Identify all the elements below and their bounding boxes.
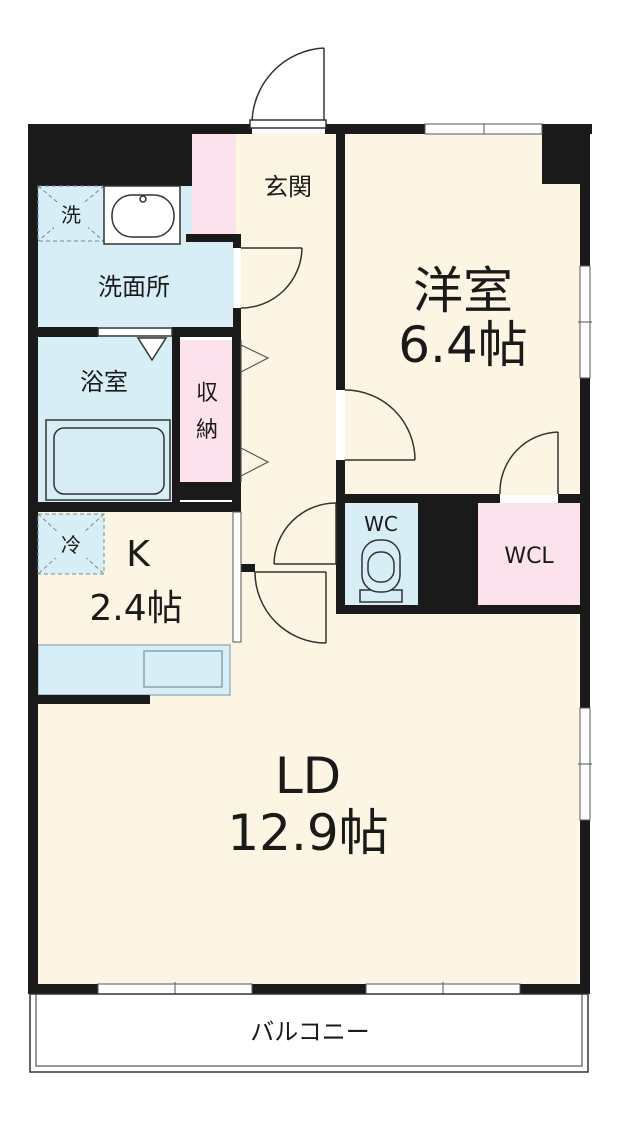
storage-label-2: 納 <box>196 418 218 443</box>
storage-folding-doors <box>240 340 270 482</box>
kitchen-name: K <box>126 534 151 575</box>
stove <box>143 650 223 688</box>
western-room-name: 洋室 <box>413 262 513 320</box>
right-window-upper <box>578 265 592 379</box>
wcl-label: WCL <box>504 544 554 569</box>
washer-label: 洗 <box>61 203 81 227</box>
corridor-floor <box>241 240 336 613</box>
western-room-left-wall <box>336 124 345 390</box>
kitchen-window <box>232 511 242 643</box>
wc-closet-divider <box>418 494 478 606</box>
washroom-door <box>240 247 303 309</box>
bath-label: 浴室 <box>80 368 128 396</box>
bottom-wall <box>28 984 590 994</box>
closet-door <box>499 431 559 495</box>
washroom-bottom-wall-right <box>172 327 241 337</box>
balcony-rail <box>35 993 583 1067</box>
shoe-closet <box>192 133 236 235</box>
right-window-lower <box>578 707 592 821</box>
fridge-space: 冷 <box>37 513 105 575</box>
balcony <box>29 993 589 1073</box>
kitchen-size: 2.4帖 <box>89 588 182 629</box>
wc-door <box>273 502 337 565</box>
storage-bottom-wall <box>172 482 241 500</box>
washroom-right-wall <box>233 234 241 248</box>
left-wall <box>28 124 38 994</box>
living-room-door <box>254 571 327 644</box>
western-room-bottom-wall-right <box>558 494 590 503</box>
western-room-left-wall-lower <box>336 460 345 614</box>
washing-machine-space: 洗 <box>37 185 105 242</box>
storage-right-wall <box>232 327 241 512</box>
kitchen-bottom-wall <box>28 695 150 704</box>
washroom-bottom-wall <box>28 327 98 337</box>
toilet <box>359 539 403 603</box>
western-room-size: 6.4帖 <box>398 316 528 374</box>
walk-in-closet-floor <box>478 503 580 605</box>
bath-bottom-wall <box>28 502 241 512</box>
bath-right-wall <box>172 327 180 512</box>
corridor-door-jamb <box>241 564 255 572</box>
entrance-door <box>249 47 327 129</box>
top-window <box>424 123 543 135</box>
storage-label-1: 収 <box>196 381 218 406</box>
living-room-size: 12.9帖 <box>227 804 388 862</box>
bathtub <box>45 419 171 501</box>
entrance-floor <box>236 133 336 240</box>
wc-label: WC <box>364 512 398 536</box>
washroom-right-wall-lower <box>233 308 241 343</box>
balcony-label: バルコニー <box>250 1018 370 1046</box>
entrance-label: 玄関 <box>264 173 312 201</box>
wash-basin <box>103 185 181 245</box>
storage-closet <box>180 340 232 482</box>
shoe-closet-bottom-wall <box>186 234 241 242</box>
fridge-label: 冷 <box>61 533 81 557</box>
wc-bottom-wall <box>336 605 590 614</box>
top-wall-mid <box>325 124 425 134</box>
living-room-name: LD <box>275 747 341 805</box>
top-left-pillar <box>28 124 192 186</box>
right-wall-lower <box>580 820 590 994</box>
bathroom-door <box>97 327 173 362</box>
western-room-door <box>344 389 416 461</box>
right-wall-middle <box>580 378 590 708</box>
right-wall-upper <box>580 124 590 266</box>
washroom-label: 洗面所 <box>98 273 170 301</box>
